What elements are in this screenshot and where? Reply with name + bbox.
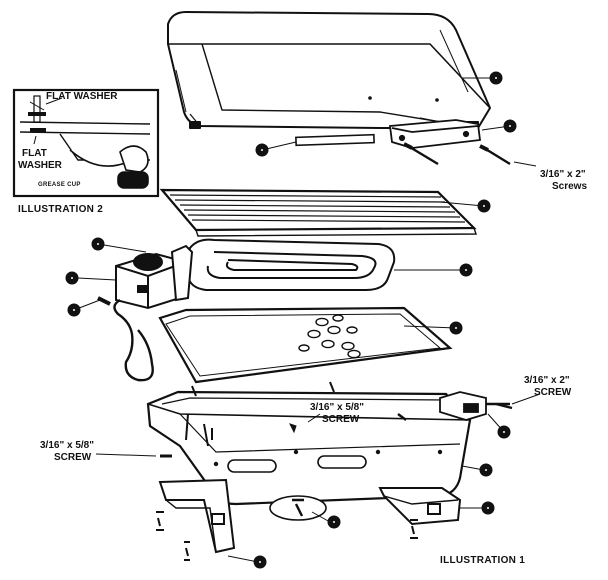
callout-marker-left-foot bbox=[253, 555, 267, 569]
illustration-2-title: ILLUSTRATION 2 bbox=[18, 204, 104, 215]
center-screw-word-label: SCREW bbox=[322, 414, 360, 425]
lid-screws bbox=[403, 142, 511, 166]
bottom-bowl bbox=[146, 381, 472, 506]
inset-grease-cup-label: GREASE CUP bbox=[38, 182, 81, 188]
heat-plate bbox=[158, 306, 453, 384]
grill-lid bbox=[167, 11, 491, 129]
inset-flat-washer-top-label: FLAT WASHER bbox=[46, 91, 118, 102]
center-screw-size-label: 3/16" x 5/8" bbox=[310, 402, 364, 413]
lid-screws-word-label: Screws bbox=[552, 181, 588, 192]
inset-flat-washer-left-label-2: WASHER bbox=[18, 160, 62, 171]
callout-marker-igniter bbox=[67, 303, 81, 317]
left-screw-word-label: SCREW bbox=[54, 452, 92, 463]
foot-hardware bbox=[156, 511, 418, 561]
control-valve bbox=[115, 244, 194, 310]
burner bbox=[175, 238, 396, 291]
lid-screws-size-label: 3/16" x 2" bbox=[540, 169, 586, 180]
right-screw-word-label: SCREW bbox=[534, 387, 572, 398]
right-foot bbox=[378, 487, 462, 526]
callout-marker-burner bbox=[459, 263, 473, 277]
callout-marker-right-foot bbox=[481, 501, 495, 515]
callout-marker-control-knob bbox=[91, 237, 105, 251]
callout-marker-bowl bbox=[479, 463, 493, 477]
callout-marker-valve bbox=[65, 271, 79, 285]
handle-bar bbox=[295, 133, 375, 147]
callout-marker-leveler bbox=[327, 515, 341, 529]
left-foot bbox=[158, 478, 236, 554]
lid-hinge-bracket bbox=[388, 119, 482, 149]
illustration-1-title: ILLUSTRATION 1 bbox=[440, 555, 526, 566]
callout-marker-grid bbox=[477, 199, 491, 213]
loose-screws bbox=[160, 402, 513, 458]
callout-marker-lid-bracket bbox=[503, 119, 517, 133]
inset-flat-washer-left-label-1: FLAT bbox=[22, 148, 47, 159]
left-screw-size-label: 3/16" x 5/8" bbox=[40, 440, 94, 451]
callout-marker-lid bbox=[489, 71, 503, 85]
igniter-wire bbox=[97, 296, 154, 382]
callout-marker-heat-plate bbox=[449, 321, 463, 335]
callout-markers bbox=[65, 71, 517, 569]
callout-marker-handle bbox=[255, 143, 269, 157]
center-leveler bbox=[269, 495, 327, 521]
illustration-2-inset bbox=[12, 88, 160, 198]
lava-rocks bbox=[298, 314, 361, 359]
cooking-grid bbox=[159, 188, 477, 237]
callout-marker-hinge-block bbox=[497, 425, 511, 439]
right-screw-size-label: 3/16" x 2" bbox=[524, 375, 570, 386]
hinge-block-right bbox=[439, 391, 510, 421]
